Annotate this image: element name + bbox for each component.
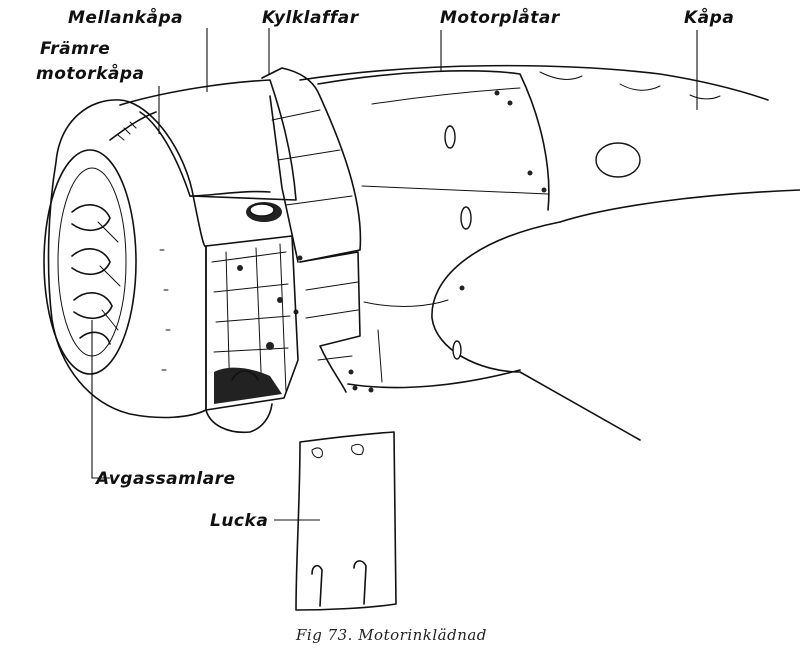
label-framre-line2: motorkåpa <box>36 63 145 84</box>
label-framre-line1: Främre <box>40 39 110 59</box>
lower-panel <box>347 299 521 393</box>
cowling-front-opening <box>43 149 137 375</box>
fuselage <box>299 64 800 441</box>
fuselage-inspection-hole <box>595 142 641 178</box>
label-avgassamlare: Avgassamlare <box>94 469 236 489</box>
label-kylklaffar: Kylklaffar <box>262 8 360 28</box>
engine-access-bay <box>205 235 299 411</box>
motor-plates <box>317 70 550 291</box>
mid-cowling <box>119 79 297 222</box>
label-motorplatar: Motorplåtar <box>440 7 561 28</box>
motor-plate-slot-upper <box>444 125 456 149</box>
exhaust-collector <box>43 149 137 375</box>
label-mellankapa: Mellankåpa <box>68 7 183 28</box>
lower-panel-slot <box>452 340 462 360</box>
motor-plate-slot-lower <box>460 206 472 230</box>
figure-caption: Fig 73. Motorinklädnad <box>295 626 487 644</box>
access-cover <box>295 431 397 611</box>
cooling-flaps <box>261 67 362 393</box>
label-lucka: Lucka <box>210 511 268 531</box>
leader-lines <box>91 28 698 521</box>
label-kapa: Kåpa <box>684 7 734 28</box>
